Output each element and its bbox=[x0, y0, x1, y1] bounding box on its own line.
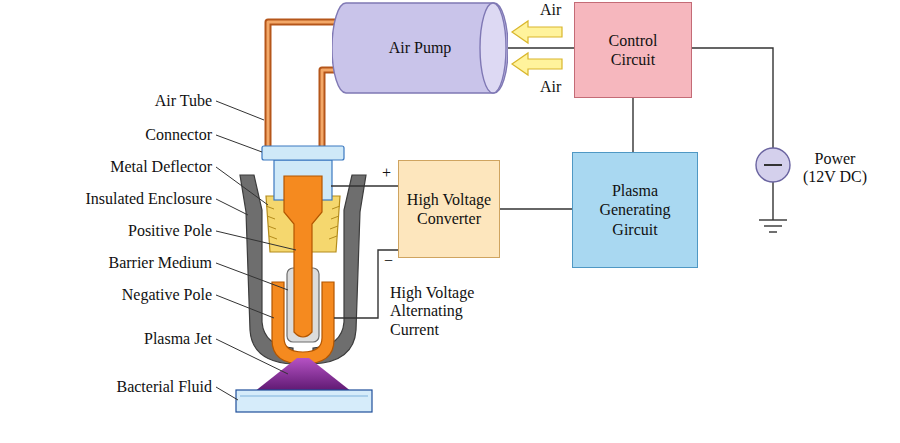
part-label: Connector bbox=[145, 126, 212, 144]
fluid-surface bbox=[240, 396, 368, 397]
air-arrow bbox=[512, 21, 562, 43]
leader-line bbox=[216, 199, 248, 215]
power-source bbox=[756, 148, 790, 182]
plasma-jet bbox=[254, 358, 352, 392]
connector-line bbox=[508, 47, 574, 48]
part-label: Positive Pole bbox=[128, 222, 212, 240]
power-symbol-bar bbox=[764, 164, 782, 166]
leader-line bbox=[216, 339, 288, 374]
fluid-dish bbox=[236, 390, 372, 412]
leader-lines bbox=[216, 101, 296, 400]
connector-line bbox=[500, 208, 572, 209]
air-arrow bbox=[512, 53, 562, 75]
node-label: Control Circuit bbox=[588, 31, 678, 69]
pump-face bbox=[480, 3, 506, 93]
leader-line bbox=[216, 167, 268, 205]
air-tube bbox=[322, 70, 336, 150]
air-tube bbox=[268, 22, 336, 150]
positive-wire bbox=[331, 185, 398, 186]
positive-pole bbox=[284, 176, 322, 337]
part-label: Bacterial Fluid bbox=[116, 378, 212, 396]
air-tube bbox=[268, 22, 336, 150]
air-label: Air bbox=[540, 1, 561, 19]
ground-symbol bbox=[759, 220, 787, 232]
pump-body bbox=[332, 3, 508, 93]
part-label: Air Tube bbox=[155, 92, 212, 110]
node-label: Plasma Generating Gircuit bbox=[584, 181, 686, 239]
connector-line bbox=[632, 98, 633, 152]
bacterial-fluid bbox=[236, 390, 372, 412]
part-label: Metal Deflector bbox=[110, 158, 212, 176]
signal-label: High Voltage Alternating Current bbox=[390, 284, 490, 339]
air-label: Air bbox=[540, 78, 561, 96]
leader-line bbox=[216, 101, 264, 120]
connector-collar bbox=[262, 146, 344, 160]
leader-line bbox=[216, 231, 296, 250]
node-label: Air Pump bbox=[389, 38, 452, 57]
converter-box: High Voltage Converter bbox=[398, 160, 500, 258]
leader-line bbox=[216, 263, 288, 290]
circuit-box: Plasma Generating Gircuit bbox=[572, 152, 698, 268]
air-tubes bbox=[268, 22, 336, 150]
polarity-sign: − bbox=[384, 252, 393, 270]
power-symbol bbox=[756, 148, 790, 182]
leader-line bbox=[216, 135, 262, 152]
polarity-sign: + bbox=[382, 164, 391, 182]
part-label: Plasma Jet bbox=[144, 330, 212, 348]
part-label: Insulated Enclosure bbox=[85, 190, 212, 208]
leader-line bbox=[216, 387, 238, 400]
ground-line bbox=[769, 231, 777, 232]
air-tube bbox=[322, 70, 336, 150]
node-label: High Voltage Converter bbox=[404, 190, 494, 228]
part-label: Barrier Medium bbox=[108, 254, 212, 272]
ground-line bbox=[764, 225, 782, 226]
ground-wire bbox=[772, 182, 773, 220]
control-box: Control Circuit bbox=[574, 2, 692, 98]
pump-cylinder: Air Pump bbox=[332, 2, 508, 94]
negative-wire bbox=[334, 250, 398, 318]
power-wire bbox=[692, 48, 773, 148]
ground-line bbox=[759, 219, 787, 220]
power-label: Power (12V DC) bbox=[800, 150, 870, 187]
part-label: Negative Pole bbox=[122, 286, 212, 304]
leader-line bbox=[216, 295, 274, 318]
insulated-enclosure bbox=[240, 175, 366, 364]
